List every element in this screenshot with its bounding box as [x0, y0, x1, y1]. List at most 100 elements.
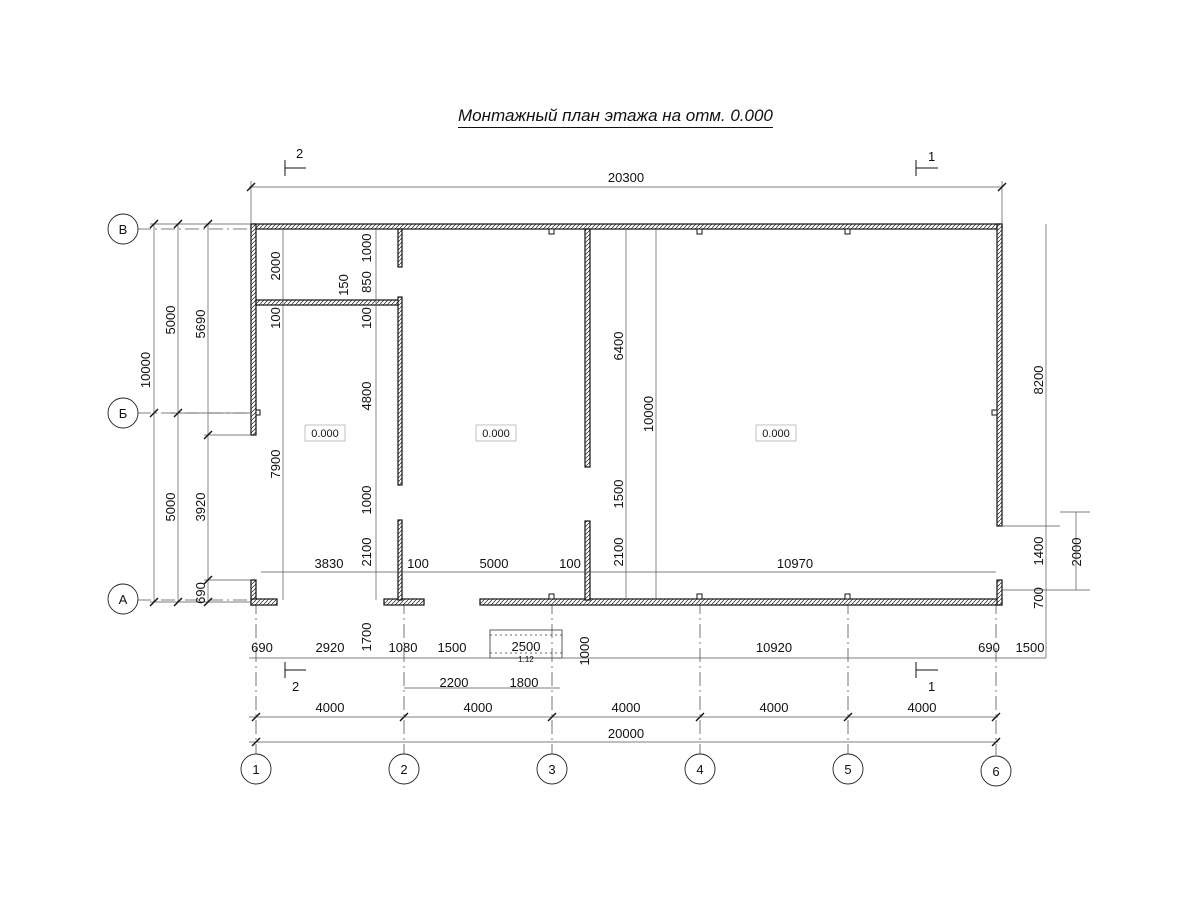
dim-row-690-right: 690	[978, 640, 1000, 655]
level-mark-room-3: 0.000	[762, 428, 790, 440]
axis-label-1: 1	[252, 762, 259, 777]
dim-row-10920: 10920	[756, 640, 792, 655]
column-tick	[548, 593, 555, 600]
dim-right-700: 700	[1031, 587, 1046, 609]
dim-room-1500: 1500	[611, 480, 626, 509]
dim-bay-2: 4000	[464, 700, 493, 715]
axis-grid-lines	[137, 228, 997, 755]
dim-room-850: 850	[359, 271, 374, 293]
dim-right-2000: 2000	[1069, 538, 1084, 567]
partition-upper-stub	[397, 228, 403, 268]
dim-room-100-left: 100	[268, 307, 283, 329]
axis-bubble-b	[107, 397, 139, 429]
wall-right-lower	[996, 579, 1003, 606]
axis-label-v: В	[119, 222, 128, 237]
dim-room-1000-top: 1000	[359, 234, 374, 263]
dim-inner-100-right: 100	[559, 556, 581, 571]
dim-bay-4: 4000	[760, 700, 789, 715]
dim-left-10000: 10000	[138, 352, 153, 388]
column-tick	[696, 228, 703, 235]
plan-title: Монтажный план этажа на отм. 0.000	[458, 106, 773, 128]
level-boxes	[304, 424, 797, 442]
dim-row-1500: 1500	[438, 640, 467, 655]
wall-corridor	[255, 299, 401, 306]
level-mark-room-1: 0.000	[311, 428, 339, 440]
column-tick	[844, 228, 851, 235]
partition-middle	[397, 296, 403, 486]
column-tick	[696, 593, 703, 600]
dim-inner-10970: 10970	[777, 556, 813, 571]
dim-ramp-1000: 1000	[577, 637, 592, 666]
wall-bottom-right	[479, 598, 1003, 606]
dim-left-5690: 5690	[193, 310, 208, 339]
axis-label-6: 6	[992, 764, 999, 779]
column-tick	[844, 593, 851, 600]
column-ticks	[255, 228, 998, 600]
axis-label-4: 4	[696, 762, 703, 777]
axis-bubble-6	[980, 755, 1012, 787]
dim-room-10000: 10000	[641, 396, 656, 432]
dim-row-2920: 2920	[316, 640, 345, 655]
axis-label-3: 3	[548, 762, 555, 777]
dim-left-5000-bottom: 5000	[163, 493, 178, 522]
dim-right-8200: 8200	[1031, 366, 1046, 395]
section-markers	[284, 160, 938, 678]
dim-bay-1: 4000	[316, 700, 345, 715]
dim-row-1080: 1080	[389, 640, 418, 655]
axis-bubble-4	[684, 753, 716, 785]
dim-room-1000-bottom: 1000	[359, 486, 374, 515]
partition-lower	[397, 519, 403, 601]
level-mark-room-2: 0.000	[482, 428, 510, 440]
axis-label-a: А	[119, 592, 128, 607]
axis-bubble-2	[388, 753, 420, 785]
dim-room-6400: 6400	[611, 332, 626, 361]
wall-bottom-left-stub	[250, 598, 278, 606]
walls	[250, 223, 1003, 606]
wall-right-upper	[996, 223, 1003, 527]
column-tick	[255, 409, 261, 416]
axis-label-5: 5	[844, 762, 851, 777]
entrance-ramp	[489, 629, 563, 659]
dim-ramp-2200: 2200	[440, 675, 469, 690]
partition-big-lower	[584, 520, 591, 601]
dim-left-3920: 3920	[193, 493, 208, 522]
dim-row-2500: 2500	[512, 639, 541, 654]
dim-left-5000-top: 5000	[163, 306, 178, 335]
axis-bubbles	[107, 213, 1012, 787]
axis-label-b: Б	[119, 406, 128, 421]
ramp-slope-label: 1:12	[518, 655, 534, 664]
dim-row-690-left: 690	[251, 640, 273, 655]
axis-bubble-a	[107, 583, 139, 615]
dim-bay-3: 4000	[612, 700, 641, 715]
column-tick	[991, 409, 998, 416]
dim-inner-100-left: 100	[407, 556, 429, 571]
dim-row-1500-right: 1500	[1016, 640, 1045, 655]
dim-room-2100-left: 2100	[359, 538, 374, 567]
dim-ramp-1700: 1700	[359, 623, 374, 652]
axis-label-2: 2	[400, 762, 407, 777]
partition-big-upper	[584, 228, 591, 468]
wall-left-upper	[250, 223, 257, 436]
dim-bay-5: 4000	[908, 700, 937, 715]
axis-bubble-3	[536, 753, 568, 785]
dim-room-2000: 2000	[268, 252, 283, 281]
column-tick	[548, 228, 555, 235]
axis-bubble-5	[832, 753, 864, 785]
dim-room-7900: 7900	[268, 450, 283, 479]
section-mark-2-top: 2	[296, 146, 303, 161]
dim-inner-5000: 5000	[480, 556, 509, 571]
section-mark-1-top: 1	[928, 149, 935, 164]
dim-ramp-1800: 1800	[510, 675, 539, 690]
dim-room-4800: 4800	[359, 382, 374, 411]
dim-overall-top: 20300	[608, 170, 644, 185]
wall-top	[250, 223, 1003, 230]
dim-room-2100-right: 2100	[611, 538, 626, 567]
dimension-lines	[150, 181, 1090, 743]
dim-overall-bottom: 20000	[608, 726, 644, 741]
section-mark-2-bottom: 2	[292, 679, 299, 694]
dim-right-1400: 1400	[1031, 537, 1046, 566]
dim-inner-3830: 3830	[315, 556, 344, 571]
dim-room-100-right: 100	[359, 307, 374, 329]
axis-bubble-v	[107, 213, 139, 245]
